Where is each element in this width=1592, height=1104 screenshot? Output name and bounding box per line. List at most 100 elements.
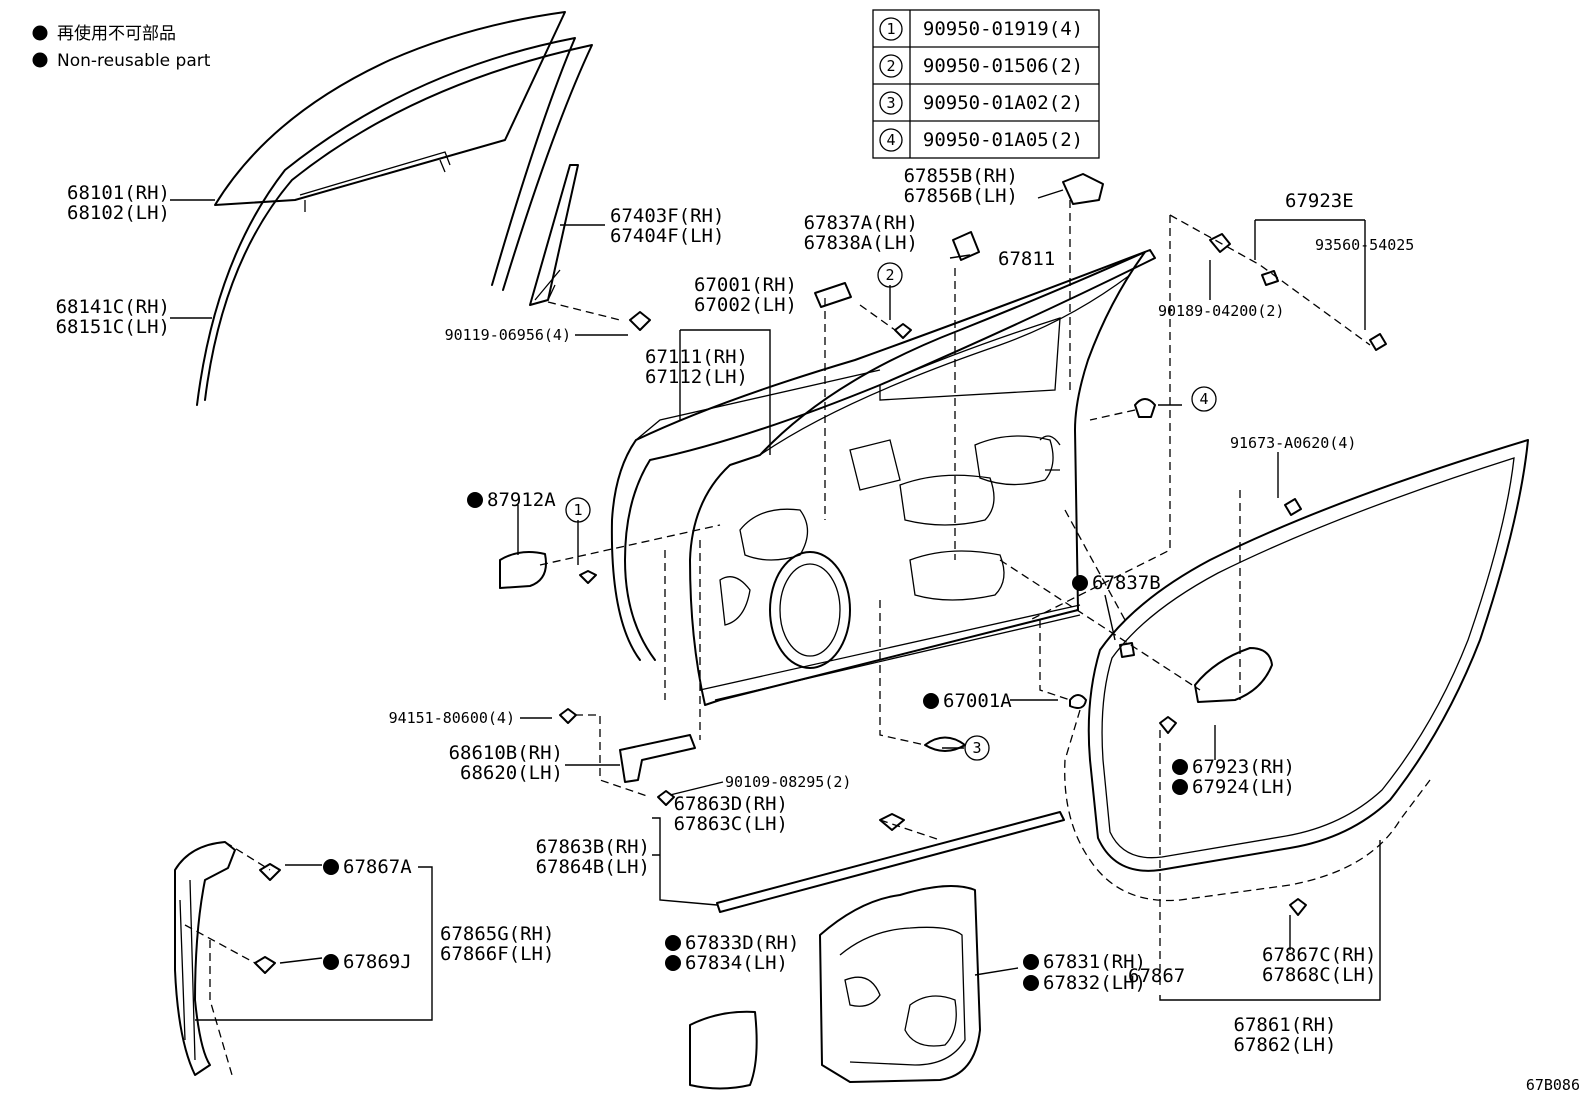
legend-japanese: 再使用不可部品: [57, 23, 176, 44]
part-label: 68141C(RH): [56, 296, 170, 318]
part-label: 67861(RH): [1234, 1014, 1337, 1036]
part-label: 67869J: [343, 951, 412, 973]
part-label: 67868C(LH): [1262, 964, 1376, 986]
callout-1-icon: [565, 497, 591, 523]
table-row: 2 90950-01506(2): [879, 54, 1083, 78]
non-reusable-dot-icon: [323, 954, 339, 970]
part-label: 67838A(LH): [804, 232, 918, 254]
non-reusable-dot-icon: [1172, 779, 1188, 795]
part-label: 68610B(RH): [449, 742, 563, 764]
part-label: 68102(LH): [67, 202, 170, 224]
table-row: 1 90950-01919(4): [879, 17, 1083, 41]
legend-english: Non-reusable part: [57, 51, 211, 71]
part-label: 67832(LH): [1043, 972, 1146, 994]
assembly-lines: [184, 200, 1371, 1076]
part-label: 67855B(RH): [904, 165, 1018, 187]
part-label: 67924(LH): [1192, 776, 1295, 798]
part-label: 67864B(LH): [536, 856, 650, 878]
callout-4-icon: [1191, 386, 1217, 412]
diagram-code: 67B086: [1526, 1076, 1580, 1094]
callout-number-icon: [879, 91, 903, 115]
part-label: 67831(RH): [1043, 951, 1146, 973]
callouts: 1 2 3 4: [565, 262, 1217, 761]
table-row-number: 2: [886, 57, 895, 75]
callout-3-icon: [964, 735, 990, 761]
part-label: 67837A(RH): [804, 212, 918, 234]
part-label: 90109-08295(2): [725, 773, 851, 791]
part-label: 67404F(LH): [610, 225, 724, 247]
table-row-part: 90950-01919(4): [923, 18, 1083, 40]
legend: 再使用不可部品 Non-reusable part: [32, 23, 211, 71]
part-label: 67403F(RH): [610, 205, 724, 227]
leader-lines: [170, 189, 1381, 1021]
part-label: 67001(RH): [694, 274, 797, 296]
non-reusable-dot-icon: [1023, 954, 1039, 970]
door-glass-drawing: [214, 11, 566, 212]
table-row: 4 90950-01A05(2): [879, 128, 1083, 152]
belt-moulding-drawing: [716, 811, 1065, 913]
non-reusable-dot-icon: [665, 935, 681, 951]
non-reusable-markers: [323, 492, 1188, 991]
non-reusable-dot-icon: [665, 955, 681, 971]
door-panel-drawing: [610, 249, 1156, 706]
part-label: 67834(LH): [685, 952, 788, 974]
part-label: 67923E: [1285, 190, 1354, 212]
part-label: 67862(LH): [1234, 1034, 1337, 1056]
part-label: 67867: [1128, 965, 1185, 987]
callout-2-label: 2: [885, 266, 894, 284]
reference-table: 1 90950-01919(4) 2 90950-01506(2) 3 9095…: [872, 9, 1100, 159]
rear-seal-drawing: [174, 841, 236, 1076]
part-label: 68101(RH): [67, 182, 170, 204]
part-label: 68151C(LH): [56, 316, 170, 338]
part-label: 67863D(RH): [674, 793, 788, 815]
service-hole-cover-drawing: [819, 885, 981, 1083]
part-label: 67111(RH): [645, 346, 748, 368]
callout-3-label: 3: [972, 739, 981, 757]
hole-cover-drawing: [1194, 647, 1273, 703]
part-label: 67866F(LH): [440, 943, 554, 965]
non-reusable-dot-icon: [1072, 575, 1088, 591]
part-label: 94151-80600(4): [389, 709, 515, 727]
table-row-part: 90950-01506(2): [923, 55, 1083, 77]
non-reusable-dot-icon: [1172, 759, 1188, 775]
glass-run-drawing: [196, 37, 593, 406]
non-reusable-dot-icon: [323, 859, 339, 875]
part-label: 67837B: [1092, 572, 1161, 594]
part-label: 87912A: [487, 489, 556, 511]
part-labels: 68101(RH) 68102(LH) 68141C(RH) 68151C(LH…: [56, 165, 1415, 1056]
part-label: 67867C(RH): [1262, 944, 1376, 966]
part-label: 68620(LH): [460, 762, 563, 784]
table-row-part: 90950-01A02(2): [923, 92, 1083, 114]
part-label: 67863C(LH): [674, 813, 788, 835]
division-bar-drawing: [529, 164, 579, 306]
callout-number-icon: [879, 128, 903, 152]
non-reusable-dot-icon: [32, 52, 48, 68]
part-label: 67867A: [343, 856, 412, 878]
part-label: 67923(RH): [1192, 756, 1295, 778]
door-weatherstrip-drawing: [1064, 439, 1529, 902]
part-label: 67001A: [943, 690, 1012, 712]
table-row-number: 1: [886, 20, 895, 38]
non-reusable-dot-icon: [923, 693, 939, 709]
part-label: 67863B(RH): [536, 836, 650, 858]
table-row-number: 4: [886, 131, 895, 149]
table-row-part: 90950-01A05(2): [923, 129, 1083, 151]
callout-number-icon: [879, 17, 903, 41]
part-label: 67865G(RH): [440, 923, 554, 945]
non-reusable-dot-icon: [1023, 975, 1039, 991]
table-row-number: 3: [886, 94, 895, 112]
part-label: 91673-A0620(4): [1230, 434, 1356, 452]
callout-4-label: 4: [1199, 390, 1208, 408]
table-row: 3 90950-01A02(2): [879, 91, 1083, 115]
part-label: 93560-54025: [1315, 236, 1414, 254]
door-check-drawing: [619, 734, 696, 783]
part-label: 67112(LH): [645, 366, 748, 388]
part-label: 90189-04200(2): [1158, 302, 1284, 320]
callout-number-icon: [879, 54, 903, 78]
part-label: 90119-06956(4): [445, 326, 571, 344]
part-label: 67002(LH): [694, 294, 797, 316]
non-reusable-dot-icon: [32, 25, 48, 41]
part-label: 67833D(RH): [685, 932, 799, 954]
